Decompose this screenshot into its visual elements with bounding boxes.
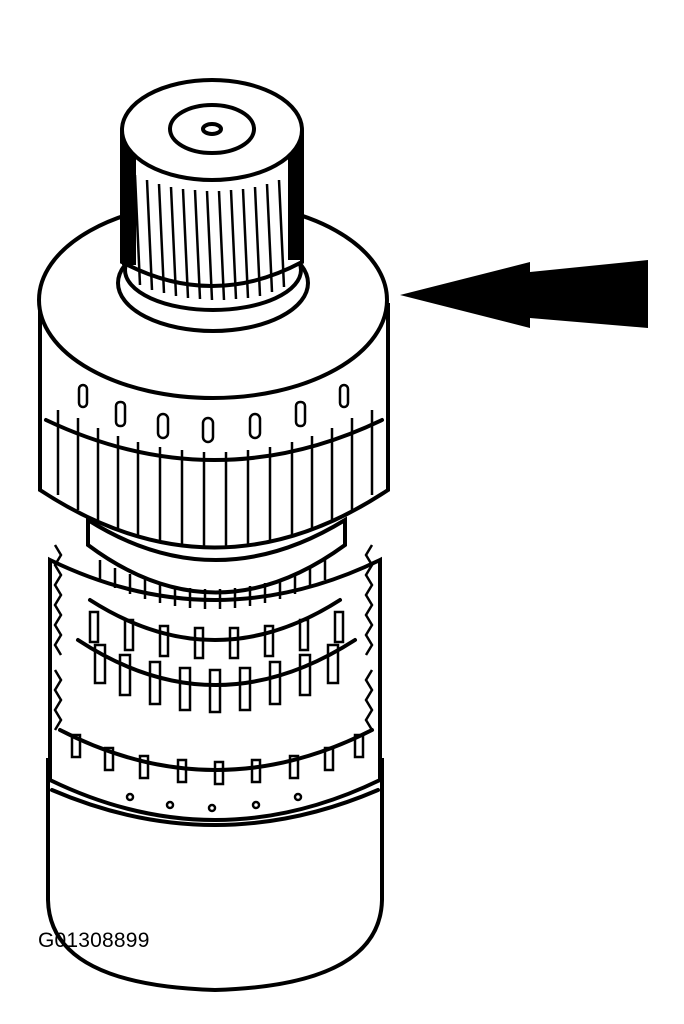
figure-id-label: G01308899 xyxy=(38,929,150,952)
input-shaft xyxy=(120,78,304,301)
bottom-drum xyxy=(46,758,384,993)
pointer-arrow-icon xyxy=(400,260,648,328)
lower-clutch-pack xyxy=(48,516,382,822)
